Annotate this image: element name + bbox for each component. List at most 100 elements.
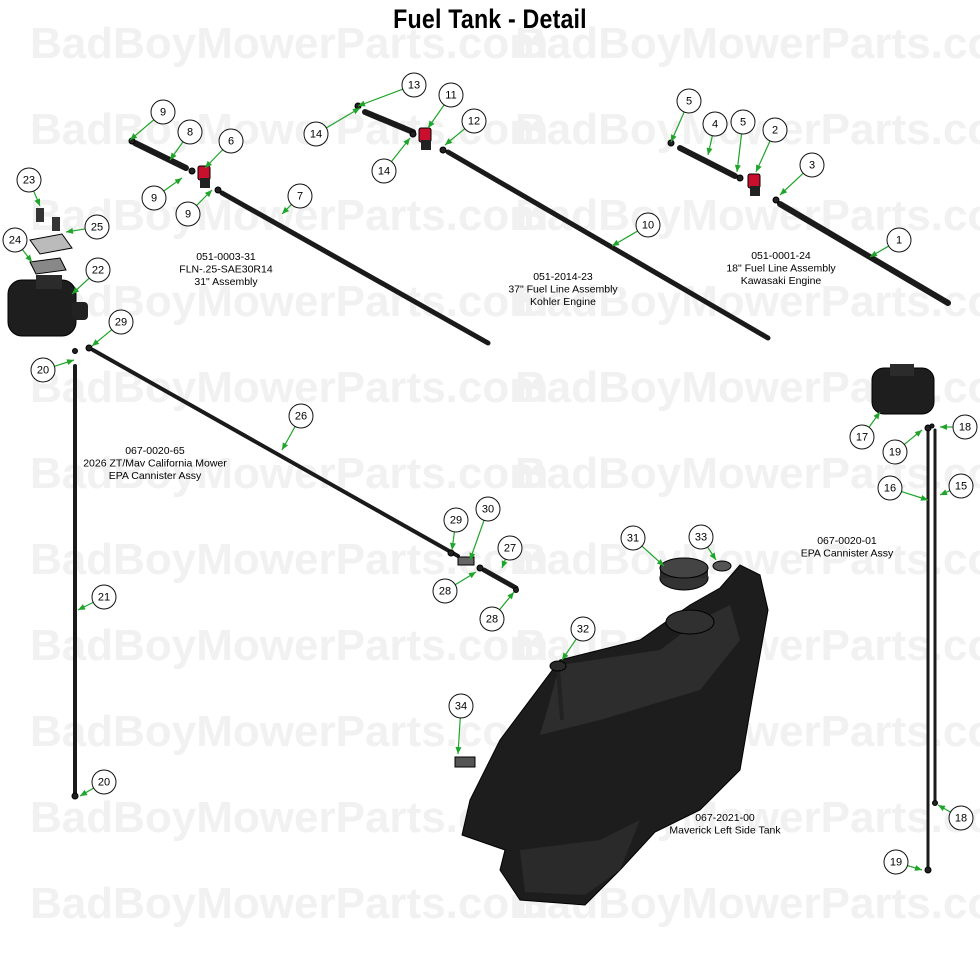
- callout-number: 18: [959, 422, 971, 434]
- leader-arrow-icon: [174, 178, 182, 185]
- callout-18: 18: [948, 805, 974, 831]
- assembly-label-line: 067-0020-65: [125, 445, 185, 457]
- leader-arrow-icon: [671, 134, 677, 142]
- callout-circle: [479, 606, 505, 632]
- callout-number: 22: [92, 265, 104, 277]
- callout-20: 20: [30, 357, 56, 383]
- leader-arrow-icon: [468, 572, 476, 579]
- callout-29: 29: [108, 309, 134, 335]
- leader-arrow-icon: [469, 552, 476, 560]
- callout-number: 34: [455, 701, 467, 713]
- leader-arrow-icon: [914, 430, 922, 437]
- leader-arrow-icon: [734, 164, 741, 172]
- watermark-text: BadBoyMowerParts.com: [30, 879, 548, 928]
- assembly-label-line: 18" Fuel Line Assembly: [726, 263, 836, 275]
- callout-number: 11: [445, 90, 456, 102]
- callout-number: 28: [486, 614, 498, 626]
- callout-33: 33: [688, 524, 714, 550]
- callout-circle: [461, 108, 487, 134]
- leader-arrow-icon: [205, 160, 213, 168]
- callout-circle: [141, 185, 167, 211]
- leader-arrow-icon: [656, 559, 664, 566]
- leader-arrow-icon: [449, 542, 456, 550]
- callout-17: 17: [849, 424, 875, 450]
- callout-21: 21: [91, 584, 117, 610]
- leader-arrow-icon: [80, 789, 88, 796]
- callout-leaders: [21, 88, 953, 871]
- callout-number: 1: [896, 235, 902, 247]
- callout-circle: [676, 88, 702, 114]
- assembly-label-line: 051-0001-24: [751, 250, 811, 262]
- callout-circle: [952, 414, 978, 440]
- callout-number: 30: [482, 504, 494, 516]
- callout-number: 15: [955, 481, 967, 493]
- callout-circle: [448, 693, 474, 719]
- leader-arrow-icon: [352, 108, 360, 115]
- callout-number: 9: [160, 107, 166, 119]
- leader-arrow-icon: [709, 552, 716, 560]
- callout-circle: [84, 214, 110, 240]
- callout-circle: [85, 257, 111, 283]
- leader-arrow-icon: [130, 133, 138, 140]
- callout-20: 20: [91, 769, 117, 795]
- leader-arrow-icon: [940, 489, 948, 495]
- callout-12: 12: [461, 108, 487, 134]
- callout-number: 19: [889, 447, 901, 459]
- callout-number: 21: [98, 592, 110, 604]
- callout-number: 26: [295, 411, 307, 423]
- callout-number: 9: [151, 193, 157, 205]
- callout-circle: [635, 212, 661, 238]
- callout-circle: [883, 849, 909, 875]
- callout-number: 7: [297, 191, 303, 203]
- leader-arrow-icon: [204, 190, 212, 198]
- callout-circle: [886, 227, 912, 253]
- assembly-label-line: 31" Assembly: [194, 276, 258, 288]
- callout-circle: [475, 496, 501, 522]
- callout-14: 14: [303, 121, 329, 147]
- callout-circle: [849, 424, 875, 450]
- callout-22: 22: [85, 257, 111, 283]
- callout-circle: [497, 535, 523, 561]
- evap-canister-right: [871, 364, 935, 415]
- callout-9: 9: [141, 185, 167, 211]
- callout-1: 1: [886, 227, 912, 253]
- callout-circle: [287, 183, 313, 209]
- leader-arrow-icon: [34, 198, 41, 206]
- leader-arrow-icon: [282, 442, 289, 450]
- callout-number: 5: [686, 96, 692, 108]
- fittings: [71, 102, 938, 874]
- callout-circle: [570, 616, 596, 642]
- callout-5: 5: [676, 88, 702, 114]
- leader-arrow-icon: [870, 250, 878, 257]
- leader-arrow-icon: [920, 495, 928, 501]
- callout-number: 6: [228, 136, 234, 148]
- callout-9: 9: [150, 99, 176, 125]
- callout-circle: [877, 475, 903, 501]
- callout-30: 30: [475, 496, 501, 522]
- callout-circle: [948, 805, 974, 831]
- callout-16: 16: [877, 475, 903, 501]
- callout-number: 2: [772, 125, 778, 137]
- leader-arrow-icon: [66, 227, 74, 234]
- assembly-label-line: Kawasaki Engine: [741, 275, 822, 287]
- callout-23: 23: [16, 167, 42, 193]
- assembly-label-line: EPA Cannister Assy: [801, 548, 894, 560]
- callout-13: 13: [401, 72, 427, 98]
- callout-number: 4: [712, 119, 718, 131]
- assembly-label-line: 067-2021-00: [695, 812, 755, 824]
- callout-number: 19: [890, 857, 902, 869]
- leader-arrow-icon: [562, 652, 569, 660]
- watermark-text: BadBoyMowerParts.com: [515, 19, 980, 68]
- leader-arrow-icon: [25, 254, 32, 262]
- callout-number: 33: [695, 532, 707, 544]
- callout-circle: [443, 507, 469, 533]
- assembly-label-line: FLN-.25-SAE30R14: [179, 264, 273, 276]
- callout-circle: [108, 309, 134, 335]
- leader-arrow-icon: [282, 206, 290, 214]
- callout-9: 9: [175, 201, 201, 227]
